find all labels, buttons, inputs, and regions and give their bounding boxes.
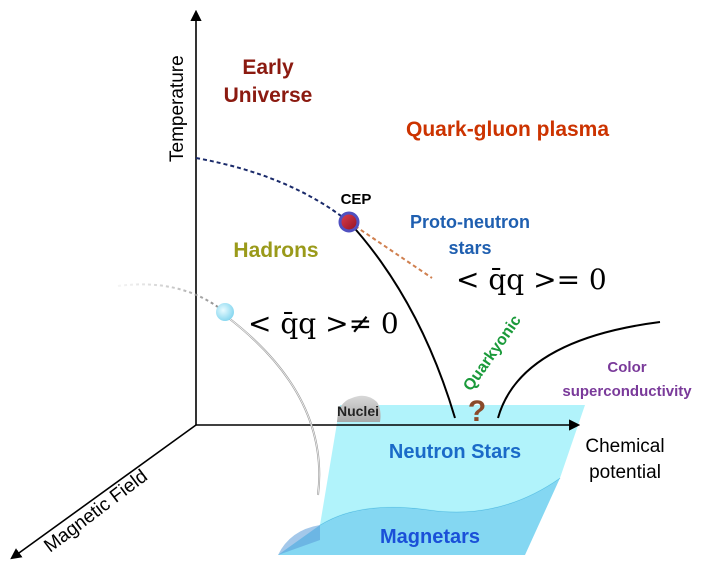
nuclei-label: Nuclei [337,403,379,419]
magnetic-curve-faded [117,283,223,311]
color-sc-line1: Color [607,359,646,376]
temperature-label: Temperature [167,55,188,162]
nuclei-blob [337,395,381,422]
cep-point [338,211,360,233]
quarkyonic-label: Quarkyonic [460,312,524,394]
magnetars-label: Magnetars [380,526,480,548]
proto-neutron-line2: stars [448,238,491,258]
question-mark: ? [468,395,486,428]
chemical-label-line2: potential [589,462,661,483]
cep-label: CEP [341,191,372,208]
magnetic-curve-highlight [225,315,320,496]
cep-dashed-line [354,225,433,279]
magnetic-curve [225,315,321,496]
neutron-star-sheet [320,405,585,525]
color-sc-line2: superconductivity [562,383,692,400]
magnetic-field-axis [10,424,197,560]
magnetar-sheet-edge [278,525,320,555]
crossover-line [195,157,350,223]
condensate-nonzero: < q̄q >≠ 0 [248,307,399,340]
color-sc-boundary [497,321,661,419]
magnetar-sheet [278,478,560,555]
chemical-label-line1: Chemical [585,436,664,457]
hadrons-label: Hadrons [233,239,318,262]
early-universe-line1: Early [242,56,294,79]
magnetic-field-label: Magnetic Field [40,466,151,557]
qgp-label: Quark-gluon plasma [406,118,609,141]
magnetic-point [216,303,234,321]
proto-neutron-line1: Proto-neutron [410,212,530,232]
early-universe-line2: Universe [224,84,313,107]
neutron-stars-label: Neutron Stars [389,441,521,463]
condensate-zero: < q̄q >= 0 [456,263,607,296]
first-order-line [348,221,456,419]
